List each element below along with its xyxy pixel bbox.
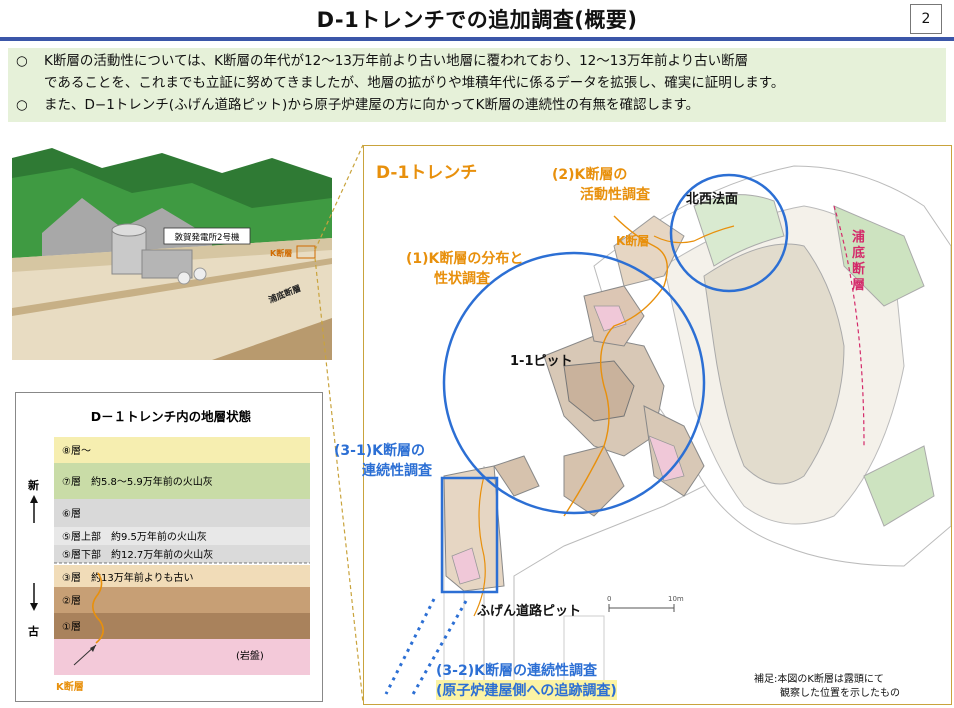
- distribution-survey-circle: [442, 251, 706, 515]
- label-1-line1: (1)K断層の分布と: [406, 251, 524, 267]
- scale-ten: 10m: [668, 595, 684, 603]
- strata-new-label: 新: [28, 478, 39, 492]
- summary-line-1: K断層の活動性については、K断層の年代が12～13万年前より古い地層に覆われてお…: [44, 53, 749, 69]
- activity-survey-circle: [669, 173, 789, 293]
- label-1-line2: 性状調査: [434, 271, 490, 287]
- trench-map-panel: 0 10m D-1トレンチ (2)K断層の 活動性調査 (1)K断層の分布と 性…: [334, 145, 952, 705]
- strata-bedrock: (岩盤): [236, 649, 264, 662]
- note-line-1: 補足:本図のK断層は露頭にて: [754, 674, 884, 685]
- label-32-line1: (3-2)K断層の連続性調査: [436, 663, 597, 679]
- strata-svg: D－１トレンチ内の地層状態 ⑧層～ ⑦層 約5.8～5.9万年前の火山灰 ⑥層 …: [28, 409, 310, 693]
- strata-layer-1: ①層: [62, 621, 81, 633]
- note-line-2: 観察した位置を示したもの: [780, 688, 900, 699]
- summary-box: ○ K断層の活動性については、K断層の年代が12～13万年前より古い地層に覆われて…: [8, 48, 946, 122]
- trench-map-svg: 0 10m: [384, 165, 952, 697]
- strata-layer-5-upper: ⑤層上部 約9.5万年前の火山灰: [62, 530, 207, 543]
- strata-layer-7: ⑦層 約5.8～5.9万年前の火山灰: [62, 475, 213, 488]
- strata-layer-2: ②層: [62, 595, 81, 607]
- pit-11-label: 1-1ピット: [510, 354, 573, 369]
- summary-line-2: であることを、これまでも立証に努めてきましたが、地層の拡がりや堆積年代に係るデー…: [44, 75, 785, 91]
- strata-layer-6: ⑥層: [62, 508, 81, 520]
- page-title: D-1トレンチでの追加調査(概要): [316, 8, 638, 32]
- page-number: 2: [910, 4, 942, 34]
- label-2-line2: 活動性調査: [580, 187, 650, 203]
- plant-label: 敦賀発電所2号機: [175, 232, 240, 243]
- label-31-line1: (3-1)K断層の: [334, 443, 425, 459]
- strata-panel: D－１トレンチ内の地層状態 ⑧層～ ⑦層 約5.8～5.9万年前の火山灰 ⑥層 …: [15, 392, 323, 702]
- strata-layer-3: ③層 約13万年前よりも古い: [62, 571, 194, 584]
- fugen-pit-label: ふげん道路ピット: [477, 604, 582, 619]
- label-2-line1: (2)K断層の: [552, 167, 628, 183]
- plant-illustration: 敦賀発電所2号機 K断層 浦底断層: [12, 138, 332, 360]
- strata-layer-8: ⑧層～: [62, 445, 91, 457]
- summary-bullet-1: ○ K断層の活動性については、K断層の年代が12～13万年前より古い地層に覆われて…: [16, 50, 748, 72]
- strata-k-fault-label: K断層: [56, 680, 84, 693]
- strata-layer-5-lower: ⑤層下部 約12.7万年前の火山灰: [62, 548, 213, 561]
- scale-zero: 0: [607, 595, 611, 603]
- plant-k-fault-label: K断層: [270, 248, 292, 258]
- urasoko-fault-label: 浦底断層: [852, 230, 866, 293]
- header-rule: [0, 37, 954, 41]
- strata-title: D－１トレンチ内の地層状態: [91, 409, 252, 424]
- k-fault-label: K断層: [616, 234, 650, 248]
- label-31-line2: 連続性調査: [362, 463, 432, 479]
- bullet-mark: ○: [16, 97, 28, 113]
- plant-illustration-svg: 敦賀発電所2号機 K断層 浦底断層: [12, 138, 332, 360]
- summary-line-3: また、D−1トレンチ(ふげん道路ピット)から原子炉建屋の方に向かってK断層の連続…: [44, 97, 700, 113]
- strata-old-label: 古: [28, 624, 39, 638]
- summary-bullet-2: ○ また、D−1トレンチ(ふげん道路ピット)から原子炉建屋の方に向かってK断層の連…: [16, 94, 699, 116]
- label-32-line2: (原子炉建屋側への追跡調査): [436, 680, 617, 700]
- trench-title: D-1トレンチ: [376, 163, 478, 183]
- northwest-slope-label: 北西法面: [686, 192, 739, 207]
- bullet-mark: ○: [16, 53, 28, 69]
- continuity-survey-rect: [440, 476, 499, 594]
